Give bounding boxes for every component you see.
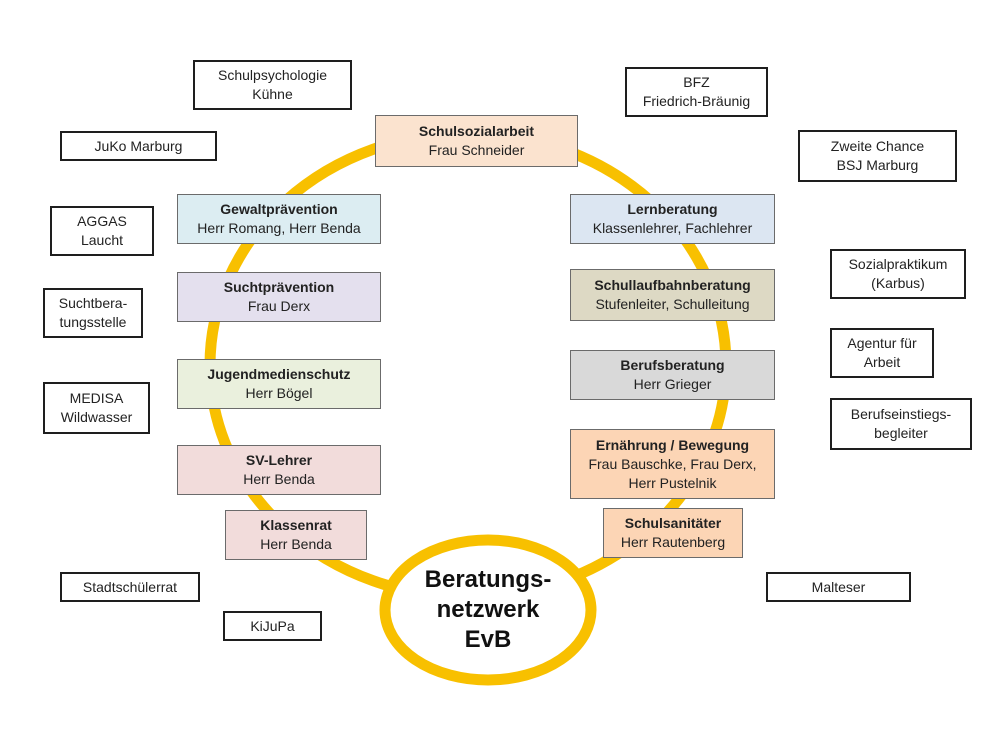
box-line: Stadtschülerrat [82, 578, 178, 595]
box-line: Klassenlehrer, Fachlehrer [592, 220, 753, 236]
box-ernaehrung-bewegung: Ernährung / Bewegung Frau Bauschke, Frau… [570, 429, 775, 499]
box-jugendmedienschutz: Jugendmedienschutz Herr Bögel [177, 359, 381, 409]
box-title: Lernberatung [627, 201, 718, 217]
box-line: MEDISA [69, 390, 124, 406]
center-line: EvB [464, 626, 512, 653]
box-line: Stufenleiter, Schulleitung [595, 296, 750, 312]
box-lernberatung: Lernberatung Klassenlehrer, Fachlehrer [570, 194, 775, 244]
box-schullaufbahnberatung: Schullaufbahnberatung Stufenleiter, Schu… [570, 269, 775, 321]
box-title: Schullaufbahnberatung [594, 277, 751, 293]
box-title: Schulsozialarbeit [418, 123, 535, 139]
box-gewaltpraevention: Gewaltprävention Herr Romang, Herr Benda [177, 194, 381, 244]
box-klassenrat: Klassenrat Herr Benda [225, 510, 367, 560]
box-line: Malteser [811, 578, 866, 595]
box-juko-marburg: JuKo Marburg [60, 131, 217, 161]
box-line: Herr Bögel [245, 385, 313, 401]
box-line: Suchtbera- [58, 295, 128, 311]
box-title: Ernährung / Bewegung [595, 436, 750, 453]
box-line: (Karbus) [871, 275, 925, 291]
box-line: Friedrich-Bräunig [642, 93, 751, 109]
box-line: BFZ [683, 74, 710, 90]
box-suchtberatungsstelle: Suchtbera- tungsstelle [43, 288, 143, 338]
box-suchtpraevention: Suchtprävention Frau Derx [177, 272, 381, 322]
box-line: Herr Benda [243, 471, 315, 487]
box-line: Frau Bauschke, Frau Derx, [588, 455, 757, 472]
box-sozialpraktikum: Sozialpraktikum (Karbus) [830, 249, 966, 299]
box-schulsozialarbeit: Schulsozialarbeit Frau Schneider [375, 115, 578, 167]
center-line: netzwerk [436, 596, 540, 623]
box-line: Kühne [252, 86, 293, 102]
box-line: JuKo Marburg [94, 137, 183, 154]
box-title: Schulsanitäter [624, 515, 722, 531]
box-malteser: Malteser [766, 572, 911, 602]
box-agentur-fuer-arbeit: Agentur für Arbeit [830, 328, 934, 378]
box-title: Jugendmedienschutz [207, 366, 351, 382]
box-stadtschuelerrat: Stadtschülerrat [60, 572, 200, 602]
box-aggas: AGGAS Laucht [50, 206, 154, 256]
box-title: Gewaltprävention [220, 201, 338, 217]
center-ellipse [379, 534, 597, 686]
box-sv-lehrer: SV-Lehrer Herr Benda [177, 445, 381, 495]
box-line: Laucht [80, 232, 124, 248]
box-line: Herr Grieger [633, 376, 712, 392]
box-line: Zweite Chance [830, 138, 925, 154]
box-line: KiJuPa [250, 617, 295, 634]
box-title: Suchtprävention [223, 279, 335, 295]
box-line: BSJ Marburg [836, 157, 919, 173]
box-schulsanitaeter: Schulsanitäter Herr Rautenberg [603, 508, 743, 558]
center-line: Beratungs- [424, 566, 552, 593]
box-bfz: BFZ Friedrich-Bräunig [625, 67, 768, 117]
center-label: Beratungs- netzwerk EvB [385, 540, 591, 680]
box-berufsberatung: Berufsberatung Herr Grieger [570, 350, 775, 400]
box-line: Sozialpraktikum [848, 256, 948, 272]
box-line: Agentur für [847, 335, 917, 351]
box-line: Herr Benda [260, 536, 332, 552]
box-kijupa: KiJuPa [223, 611, 322, 641]
box-line: Wildwasser [60, 409, 133, 425]
box-line: Frau Schneider [428, 142, 525, 158]
box-line: Frau Derx [247, 298, 311, 314]
box-title: Klassenrat [260, 517, 332, 533]
box-line: Herr Pustelnik [628, 474, 717, 491]
box-line: Herr Rautenberg [620, 534, 726, 550]
box-line: Berufseinstiegs- [850, 406, 952, 422]
box-medisa: MEDISA Wildwasser [43, 382, 150, 434]
box-schulpsychologie: Schulpsychologie Kühne [193, 60, 352, 110]
box-title: SV-Lehrer [245, 452, 313, 468]
box-line: tungsstelle [59, 314, 127, 330]
box-line: begleiter [874, 425, 928, 441]
box-line: AGGAS [77, 213, 127, 229]
box-line: Arbeit [863, 354, 901, 370]
box-berufseinstiegsbegleiter: Berufseinstiegs- begleiter [830, 398, 972, 450]
box-line: Herr Romang, Herr Benda [197, 220, 361, 236]
box-title: Berufsberatung [620, 357, 725, 373]
box-line: Schulpsychologie [218, 67, 327, 83]
box-zweite-chance: Zweite Chance BSJ Marburg [798, 130, 957, 182]
